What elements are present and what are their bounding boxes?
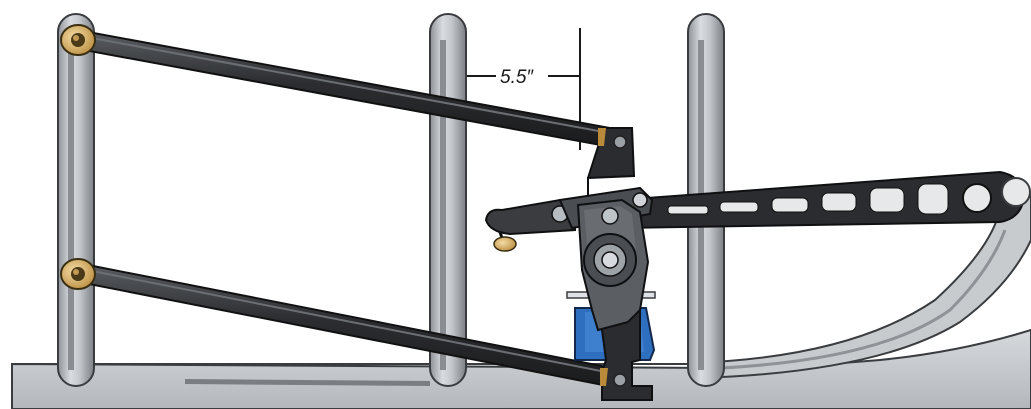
upper-bushing — [598, 128, 606, 146]
short-lever-arm — [484, 198, 576, 252]
upright-middle — [429, 13, 467, 387]
upper-bracket-bolt — [613, 135, 627, 149]
knuckle-top-bolt — [601, 207, 619, 225]
lower-bushing — [600, 368, 608, 386]
curved-frame-rail — [688, 193, 1031, 380]
upper-rod-end — [60, 24, 96, 56]
upper-link-bar — [82, 30, 612, 148]
arm-slot-1 — [667, 205, 709, 215]
trailing-arm — [619, 170, 1031, 230]
arm-slot-4 — [821, 192, 857, 212]
rail-shadow — [185, 379, 430, 386]
arm-slot-5 — [869, 187, 905, 213]
bell-crank-knuckle — [576, 198, 650, 332]
arm-end-eye — [1001, 177, 1031, 207]
lower-rod-end — [60, 258, 96, 290]
arm-slot-2 — [719, 201, 759, 213]
linkage-bolt — [632, 192, 648, 208]
arm-pivot-eye — [962, 183, 992, 213]
curved-rail-highlight — [719, 229, 1007, 370]
arm-slot-6 — [917, 183, 949, 215]
dimension-label: 5.5″ — [500, 67, 534, 88]
upright-left — [57, 13, 95, 387]
arm-slot-3 — [771, 197, 809, 213]
lower-bracket-bolt — [613, 373, 627, 387]
lever-rod-end — [493, 236, 517, 252]
